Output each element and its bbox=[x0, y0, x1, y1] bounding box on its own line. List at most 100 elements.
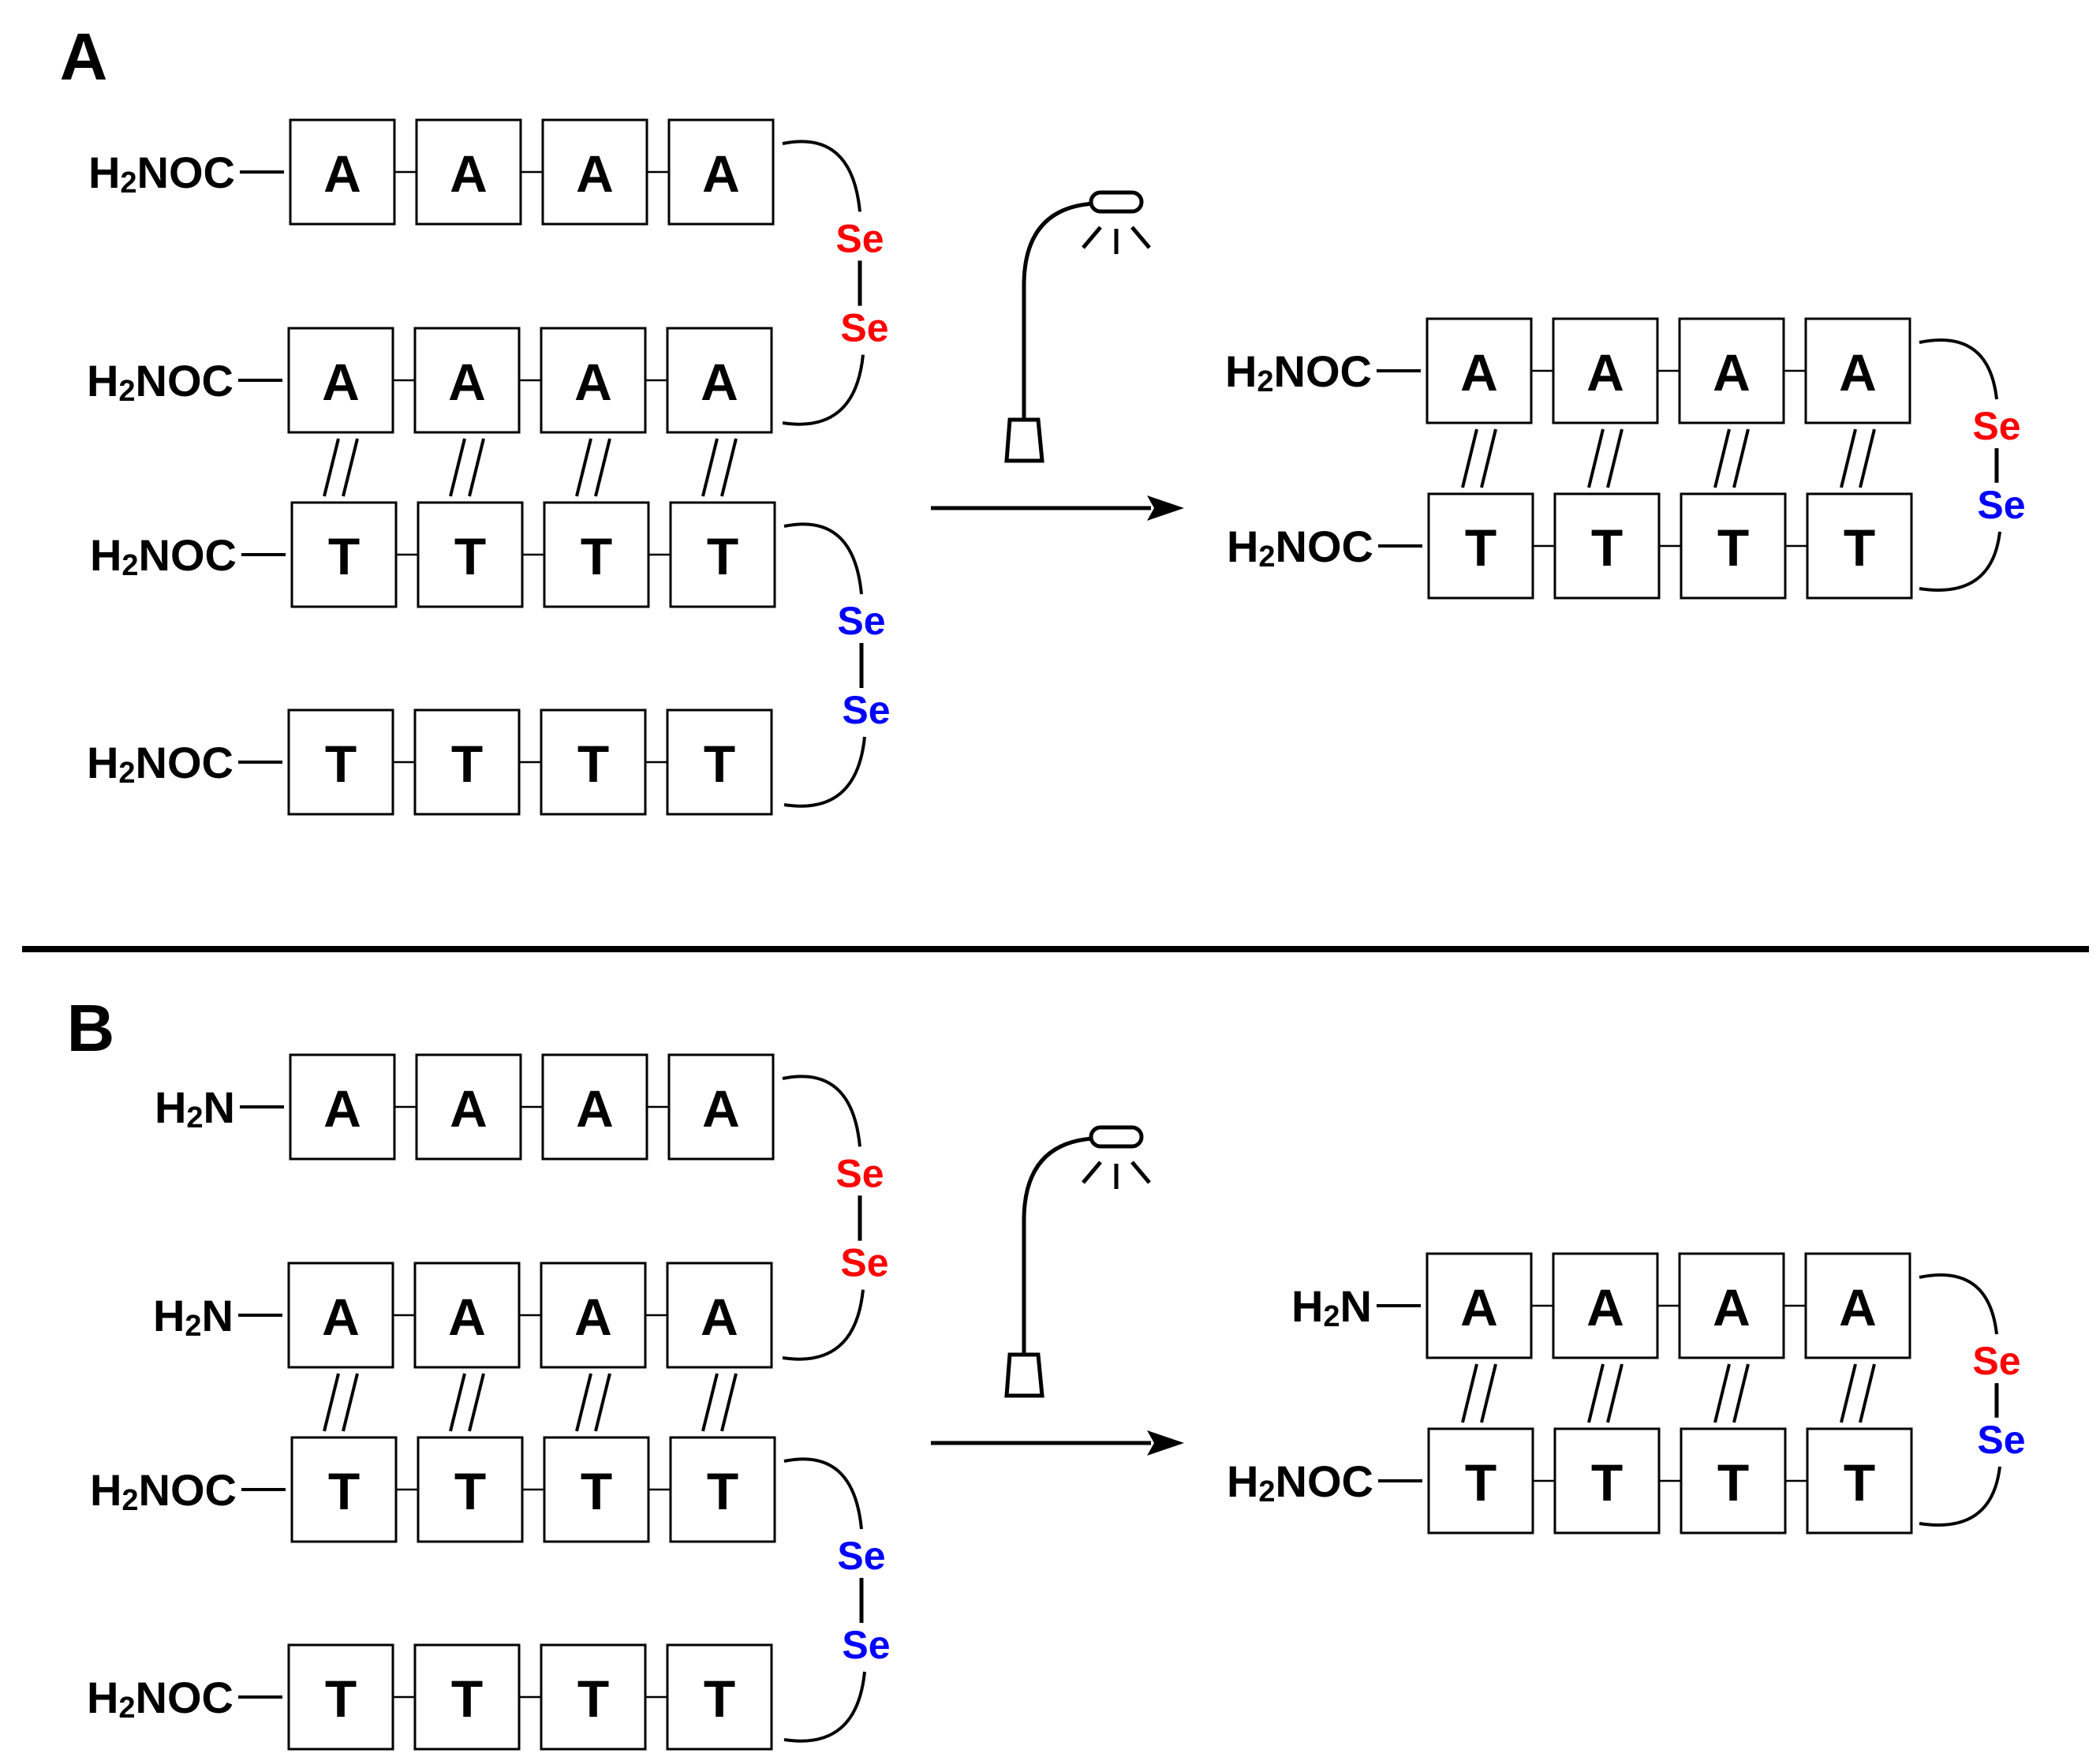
selenium-atom: Se bbox=[835, 1151, 884, 1195]
selenium-atom: Se bbox=[837, 1534, 885, 1578]
base-box bbox=[417, 1436, 524, 1543]
base-box bbox=[669, 501, 776, 608]
end-group-subscript: 2 bbox=[186, 1101, 203, 1135]
base-box bbox=[666, 1262, 773, 1369]
linker-chain bbox=[783, 1457, 863, 1530]
hydrogen-bond-mark bbox=[720, 1373, 738, 1432]
selenium-atom: Se bbox=[835, 216, 884, 260]
base-box bbox=[290, 501, 398, 608]
end-group-label: H2NOC bbox=[90, 1465, 237, 1518]
base-box bbox=[413, 708, 521, 816]
base-letter: T bbox=[707, 1462, 738, 1520]
end-group-label: H2NOC bbox=[87, 1673, 234, 1725]
hydrogen-bond-mark bbox=[1587, 428, 1605, 488]
base-letter: A bbox=[323, 144, 361, 203]
base-letter: A bbox=[702, 1079, 740, 1138]
light-ray bbox=[1082, 1161, 1102, 1184]
base-letter: A bbox=[1839, 343, 1877, 402]
base-box bbox=[413, 327, 521, 434]
end-group-label: H2N bbox=[1291, 1281, 1372, 1334]
lamp-head bbox=[1089, 190, 1144, 214]
selenium-atom: Se bbox=[1977, 1418, 2025, 1462]
base-box bbox=[1426, 1252, 1533, 1359]
end-group-part: NOC bbox=[1276, 521, 1373, 571]
end-group-part: H bbox=[90, 1465, 121, 1515]
hydrogen-bond-mark bbox=[323, 1373, 340, 1432]
end-group-part: NOC bbox=[136, 738, 234, 787]
base-box bbox=[1806, 492, 1913, 600]
end-group-part: H bbox=[90, 530, 121, 580]
hydrogen-bond-mark bbox=[1606, 1363, 1624, 1423]
light-ray bbox=[1130, 226, 1151, 249]
base-letter: A bbox=[576, 144, 614, 203]
hydrogen-bond-mark bbox=[1859, 1363, 1876, 1423]
end-group-subscript: 2 bbox=[1258, 540, 1275, 574]
base-letter: T bbox=[581, 527, 612, 585]
base-box bbox=[413, 1262, 521, 1369]
base-letter: A bbox=[702, 144, 740, 203]
base-box bbox=[1552, 1252, 1659, 1359]
base-box bbox=[415, 118, 522, 226]
linker-chain bbox=[1919, 338, 1998, 400]
base-letter: A bbox=[450, 1079, 488, 1138]
base-letter: T bbox=[451, 735, 483, 793]
hydrogen-bond-mark bbox=[1840, 428, 1857, 488]
base-box bbox=[1804, 1252, 1911, 1359]
base-box bbox=[666, 708, 773, 816]
base-box bbox=[1552, 317, 1659, 424]
end-group-label: H2NOC bbox=[87, 356, 234, 409]
base-letter: A bbox=[574, 1288, 612, 1346]
hydrogen-bond-mark bbox=[575, 1373, 592, 1432]
base-box bbox=[417, 501, 524, 608]
end-group-label: H2NOC bbox=[1227, 521, 1373, 574]
hydrogen-bond-mark bbox=[594, 438, 611, 497]
end-group-label: H2NOC bbox=[1227, 1456, 1373, 1509]
end-group-subscript: 2 bbox=[1323, 1300, 1340, 1333]
base-letter: T bbox=[451, 1669, 483, 1728]
base-letter: T bbox=[1717, 518, 1749, 577]
linker-chain bbox=[1919, 531, 2001, 592]
end-group-part: H bbox=[87, 738, 118, 787]
base-box bbox=[667, 118, 775, 226]
base-box bbox=[540, 1262, 647, 1369]
end-group-part: NOC bbox=[137, 148, 235, 197]
linker-chain bbox=[1919, 1466, 2001, 1527]
base-letter: A bbox=[574, 353, 612, 411]
linker-chain bbox=[783, 736, 866, 808]
hydrogen-bond-mark bbox=[1713, 428, 1731, 488]
hydrogen-bond-mark bbox=[468, 1373, 485, 1432]
end-group-label: H2NOC bbox=[90, 530, 237, 583]
hydrogen-bond-mark bbox=[1859, 428, 1876, 488]
base-letter: T bbox=[454, 1462, 486, 1520]
linker-chain bbox=[1919, 1273, 1998, 1335]
base-box bbox=[1678, 1252, 1785, 1359]
base-box bbox=[1806, 1427, 1913, 1535]
hydrogen-bond-mark bbox=[342, 1373, 359, 1432]
base-letter: A bbox=[1586, 1278, 1624, 1336]
base-letter: A bbox=[448, 1288, 486, 1346]
base-letter: T bbox=[1844, 1453, 1875, 1512]
end-group-subscript: 2 bbox=[118, 375, 135, 408]
end-group-label: H2N bbox=[155, 1082, 235, 1135]
end-group-part: H bbox=[1227, 521, 1258, 571]
base-box bbox=[1427, 492, 1534, 600]
end-group-part: NOC bbox=[136, 356, 234, 406]
base-letter: A bbox=[1460, 1278, 1498, 1336]
base-letter: T bbox=[328, 527, 360, 585]
base-letter: A bbox=[1713, 1278, 1751, 1336]
hydrogen-bond-mark bbox=[323, 438, 340, 497]
end-group-subscript: 2 bbox=[185, 1310, 201, 1343]
